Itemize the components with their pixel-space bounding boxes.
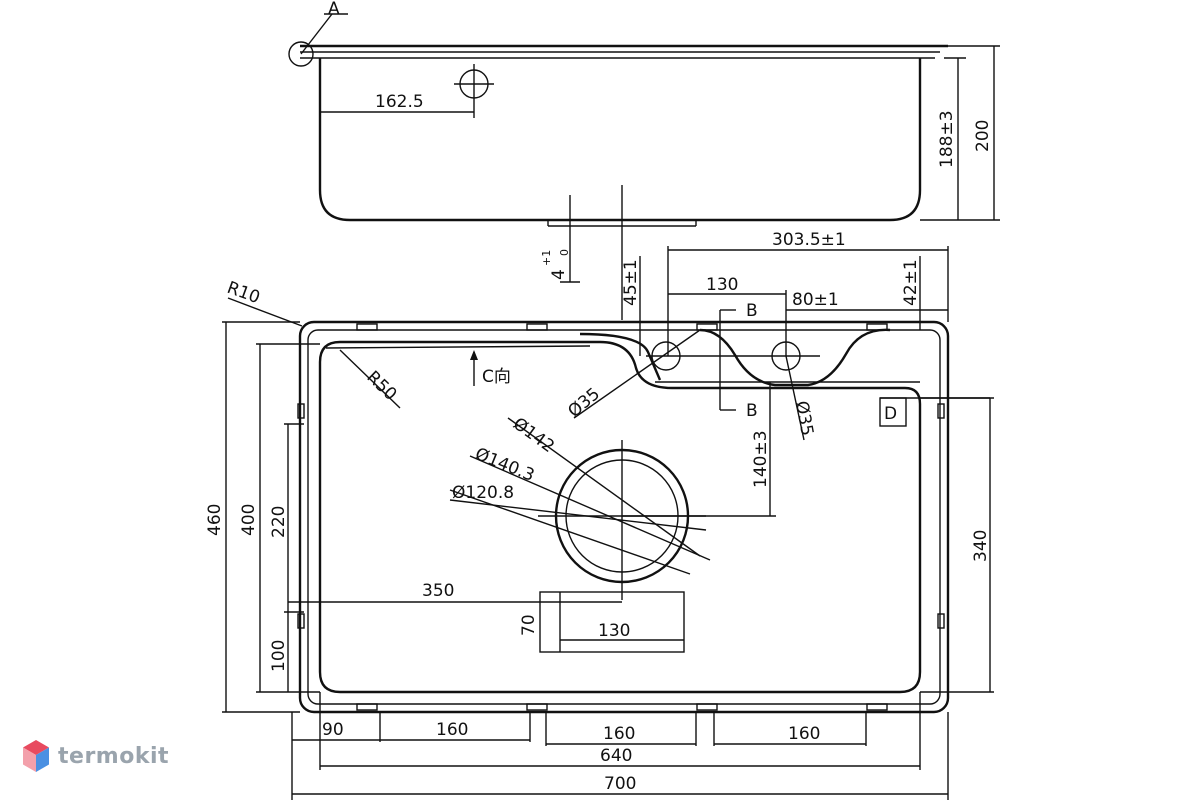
dim-r50: R50: [363, 367, 401, 405]
detail-d: D: [884, 404, 897, 424]
dim-160-a: 160: [436, 720, 468, 740]
dim-220: 220: [269, 506, 289, 538]
dim-340: 340: [971, 530, 991, 562]
dim-4-tol-top: +1: [540, 250, 553, 266]
dim-80: 80±1: [792, 290, 839, 310]
dim-r10: R10: [224, 278, 262, 308]
dim-700: 700: [604, 774, 636, 794]
dim-350: 350: [422, 581, 454, 601]
dim-phi120-8: Ø120.8: [452, 483, 514, 503]
dim-130-top: 130: [706, 275, 738, 295]
side-view: 162.5 A 188±3 200 4 +1 0: [288, 0, 1000, 320]
dim-phi35-b: Ø35: [791, 399, 817, 437]
dim-162-5: 162.5: [375, 92, 424, 112]
dim-130-bottom: 130: [598, 621, 630, 641]
dim-70: 70: [519, 614, 539, 636]
label-c-view: C向: [482, 367, 511, 387]
dim-400: 400: [239, 504, 259, 536]
watermark: termokit: [22, 736, 169, 776]
section-b-top: B: [746, 301, 758, 321]
dim-42: 42±1: [901, 259, 921, 306]
dim-100: 100: [269, 640, 289, 672]
dim-45: 45±1: [621, 259, 641, 306]
dim-phi140-3: Ø140.3: [472, 444, 537, 486]
dim-200: 200: [973, 120, 993, 152]
dim-160-b: 160: [603, 724, 635, 744]
dim-460: 460: [205, 504, 225, 536]
section-b-bottom: B: [746, 401, 758, 421]
watermark-text: termokit: [58, 743, 170, 769]
dim-phi35-a: Ø35: [564, 384, 604, 422]
plan-view: Ø142 Ø140.3 Ø120.8 130 70 350 R50 R10 C向…: [205, 230, 994, 800]
dim-303-5: 303.5±1: [772, 230, 846, 250]
dim-90: 90: [322, 720, 344, 740]
dim-4: 4: [549, 269, 569, 280]
dim-4-tol-bottom: 0: [558, 249, 571, 256]
dim-188: 188±3: [937, 110, 957, 168]
hexagon-logo-icon: [23, 740, 49, 772]
section-label-a: A: [328, 0, 340, 19]
dim-phi142: Ø142: [509, 414, 558, 457]
dim-640: 640: [600, 746, 632, 766]
dim-160-c: 160: [788, 724, 820, 744]
dim-140: 140±3: [751, 430, 771, 488]
